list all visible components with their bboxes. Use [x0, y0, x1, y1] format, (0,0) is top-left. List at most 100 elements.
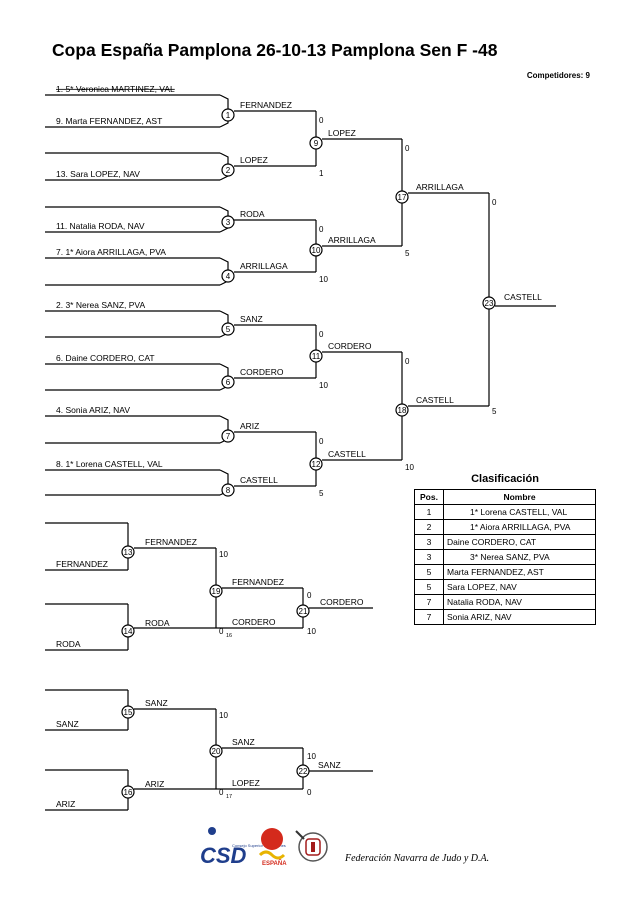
winner-name: CASTELL — [416, 395, 454, 405]
match-number: 20 — [212, 747, 221, 756]
row-pos: 7 — [414, 594, 444, 610]
match-number: 12 — [312, 460, 321, 469]
repechage-fighter: SANZ — [56, 719, 79, 729]
match-number-circle — [209, 744, 223, 758]
footer-logos: CSD Consejo Superior de Deportes ESPAÑA — [200, 827, 328, 868]
score: 1 — [319, 169, 324, 178]
match-number: 13 — [124, 548, 133, 557]
row-pos: 5 — [414, 579, 444, 595]
match-number: 17 — [398, 193, 407, 202]
match-number-circle — [221, 322, 235, 336]
row-name: 3* Nerea SANZ, PVA — [443, 549, 596, 565]
winner-name: CORDERO — [240, 367, 284, 377]
winner-name: CORDERO — [328, 341, 372, 351]
row-name: Natalia RODA, NAV — [443, 594, 596, 610]
match-number: 6 — [226, 378, 231, 387]
match-number-circle — [221, 483, 235, 497]
winner-name: SANZ — [232, 737, 255, 747]
row-name: Sara LOPEZ, NAV — [443, 579, 596, 595]
csd-subtitle: Consejo Superior de Deportes — [232, 843, 286, 848]
competitor-entry: 13. Sara LOPEZ, NAV — [56, 169, 140, 179]
match-number: 2 — [226, 166, 231, 175]
match-number: 21 — [299, 607, 308, 616]
repechage-entry: CORDERO — [232, 617, 276, 627]
winner-name: FERNANDEZ — [232, 577, 284, 587]
score: 0 — [319, 330, 324, 339]
winner-name: LOPEZ — [328, 128, 356, 138]
match-number-circle — [309, 457, 323, 471]
competitor-count: Competidores: 9 — [526, 71, 590, 80]
row-pos: 5 — [414, 564, 444, 580]
repechage-entry: LOPEZ — [232, 778, 260, 788]
match-number: 11 — [312, 352, 321, 361]
score: 5 — [405, 249, 410, 258]
match-number-circle — [221, 163, 235, 177]
match-number-circle — [395, 403, 409, 417]
classification-title: Clasificación — [471, 473, 539, 485]
row-pos: 3 — [414, 549, 444, 565]
federation-name: Federación Navarra de Judo y D.A. — [345, 853, 490, 864]
match-number-circle — [121, 705, 135, 719]
winner-name: ARIZ — [145, 779, 164, 789]
csd-logo: CSD Consejo Superior de Deportes — [200, 827, 286, 868]
classification-header-row: Pos. Nombre — [414, 489, 596, 505]
match-number: 15 — [124, 708, 133, 717]
competitor-entry: 11. Natalia RODA, NAV — [56, 221, 145, 231]
match-number-circle — [309, 349, 323, 363]
winner-name: CORDERO — [320, 597, 364, 607]
score: 0 — [405, 357, 410, 366]
winner-name: ARRILLAGA — [328, 235, 376, 245]
competitor-entry: 6. Daine CORDERO, CAT — [56, 353, 155, 363]
match-number: 10 — [312, 246, 321, 255]
match-number: 18 — [398, 406, 407, 415]
match-number-circle — [209, 584, 223, 598]
score: 0 — [319, 225, 324, 234]
match-number: 22 — [299, 767, 308, 776]
match-number: 8 — [226, 486, 231, 495]
winner-name: RODA — [145, 618, 170, 628]
score: 10 — [219, 711, 228, 720]
winner-name: SANZ — [145, 698, 168, 708]
match-number-circle — [121, 624, 135, 638]
score: 0 — [319, 437, 324, 446]
match-number: 7 — [226, 432, 231, 441]
row-name: 1* Lorena CASTELL, VAL — [443, 504, 596, 520]
row-pos: 1 — [414, 504, 444, 520]
winner-name: SANZ — [240, 314, 263, 324]
match-number-circle — [121, 785, 135, 799]
match-number: 14 — [124, 627, 133, 636]
match-number: 5 — [226, 325, 231, 334]
match-number-circle — [121, 545, 135, 559]
repechage-fighter: FERNANDEZ — [56, 559, 108, 569]
score: 10 — [307, 752, 316, 761]
match-number-circle — [221, 108, 235, 122]
match-number-circle — [309, 136, 323, 150]
score: 0 — [492, 198, 497, 207]
winner-name: ARRILLAGA — [416, 182, 464, 192]
match-number: 23 — [485, 299, 494, 308]
score-subscript: 17 — [226, 794, 232, 800]
row-name: Daine CORDERO, CAT — [443, 534, 596, 550]
row-name: Sonia ARIZ, NAV — [443, 609, 596, 625]
score: 0 — [307, 591, 312, 600]
competitor-entry: 4. Sonia ARIZ, NAV — [56, 405, 130, 415]
winner-name: ARIZ — [240, 421, 259, 431]
espana-text: ESPAÑA — [262, 860, 287, 867]
winner-name: SANZ — [318, 760, 341, 770]
winner-name: LOPEZ — [240, 155, 268, 165]
row-name: 1* Aiora ARRILLAGA, PVA — [443, 519, 596, 535]
competitor-entry: 2. 3* Nerea SANZ, PVA — [56, 300, 145, 310]
row-name: Marta FERNANDEZ, AST — [443, 564, 596, 580]
winner-name: RODA — [240, 209, 265, 219]
score: 0 — [307, 788, 312, 797]
match-number-circle — [309, 243, 323, 257]
score: 5 — [319, 489, 324, 498]
score: 0 — [219, 627, 224, 636]
competitor-entry: 9. Marta FERNANDEZ, AST — [56, 116, 162, 126]
match-number: 19 — [212, 587, 221, 596]
